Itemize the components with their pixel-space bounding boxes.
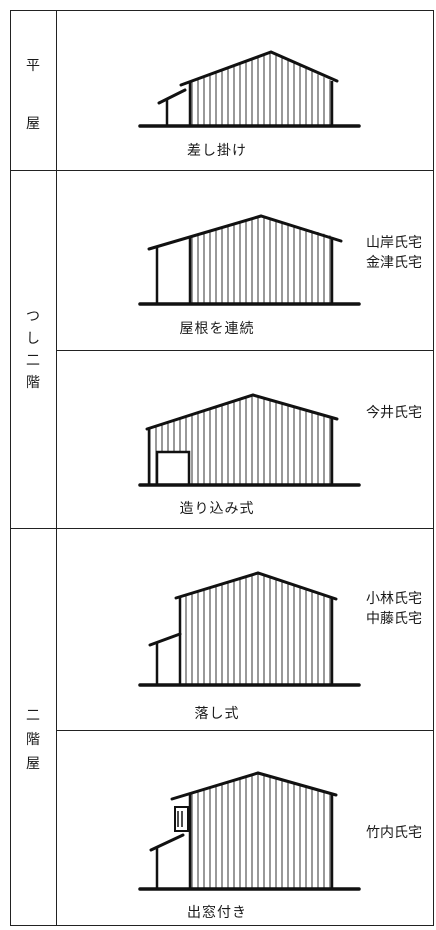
category-tsushi-nikai: つ し 二 階 (10, 300, 56, 400)
caption-otoshi: 落し式 (194, 706, 240, 722)
house-tsukurikomi-sketch (138, 393, 361, 487)
category-char: 屋 (26, 116, 40, 132)
category-char: 二 (26, 353, 40, 369)
house-yane-renzoku-sketch (138, 214, 361, 306)
row-divider-3 (10, 528, 434, 529)
house-otoshi-sketch (138, 571, 361, 687)
category-char: 屋 (26, 756, 40, 772)
category-char: 階 (26, 375, 40, 391)
row-otoshi: 小林氏宅 中藤氏宅 (57, 529, 434, 730)
category-hiraya: 平 屋 (10, 40, 56, 150)
owners-tsukurikomi: 今井氏宅 (352, 403, 422, 423)
row-demado: 竹内氏宅 (57, 731, 434, 926)
category-char: 階 (26, 732, 40, 748)
category-char: 二 (26, 708, 40, 724)
caption-demado: 出窓付き (187, 905, 247, 921)
owners-otoshi: 小林氏宅 中藤氏宅 (352, 589, 422, 629)
owners-yane-renzoku: 山岸氏宅 金津氏宅 (352, 233, 422, 273)
owner-name: 竹内氏宅 (366, 825, 422, 841)
house-demado-sketch (138, 771, 361, 891)
row-tsukurikomi: 今井氏宅 (57, 351, 434, 528)
caption-sashikake: 差し掛け (187, 143, 247, 159)
table-frame (10, 10, 434, 926)
category-nikaiya: 二 階 屋 (10, 680, 56, 800)
row-divider-2 (57, 350, 434, 351)
row-divider-4 (57, 730, 434, 731)
caption-tsukurikomi: 造り込み式 (179, 501, 255, 517)
row-divider-1 (10, 170, 434, 171)
category-char: つ (26, 309, 40, 325)
owner-name: 今井氏宅 (366, 405, 422, 421)
owner-name: 山岸氏宅 (366, 235, 422, 251)
house-sashikake-sketch (138, 50, 361, 128)
owners-demado: 竹内氏宅 (352, 823, 422, 843)
caption-yane-renzoku: 屋根を連続 (179, 321, 255, 337)
category-char: し (26, 331, 40, 347)
row-sashikake (57, 11, 434, 170)
owner-name: 中藤氏宅 (366, 611, 422, 627)
category-column-divider (56, 10, 57, 926)
owner-name: 金津氏宅 (366, 255, 422, 271)
owner-name: 小林氏宅 (366, 591, 422, 607)
row-yane-renzoku: 山岸氏宅 金津氏宅 (57, 171, 434, 350)
category-char: 平 (26, 58, 40, 74)
